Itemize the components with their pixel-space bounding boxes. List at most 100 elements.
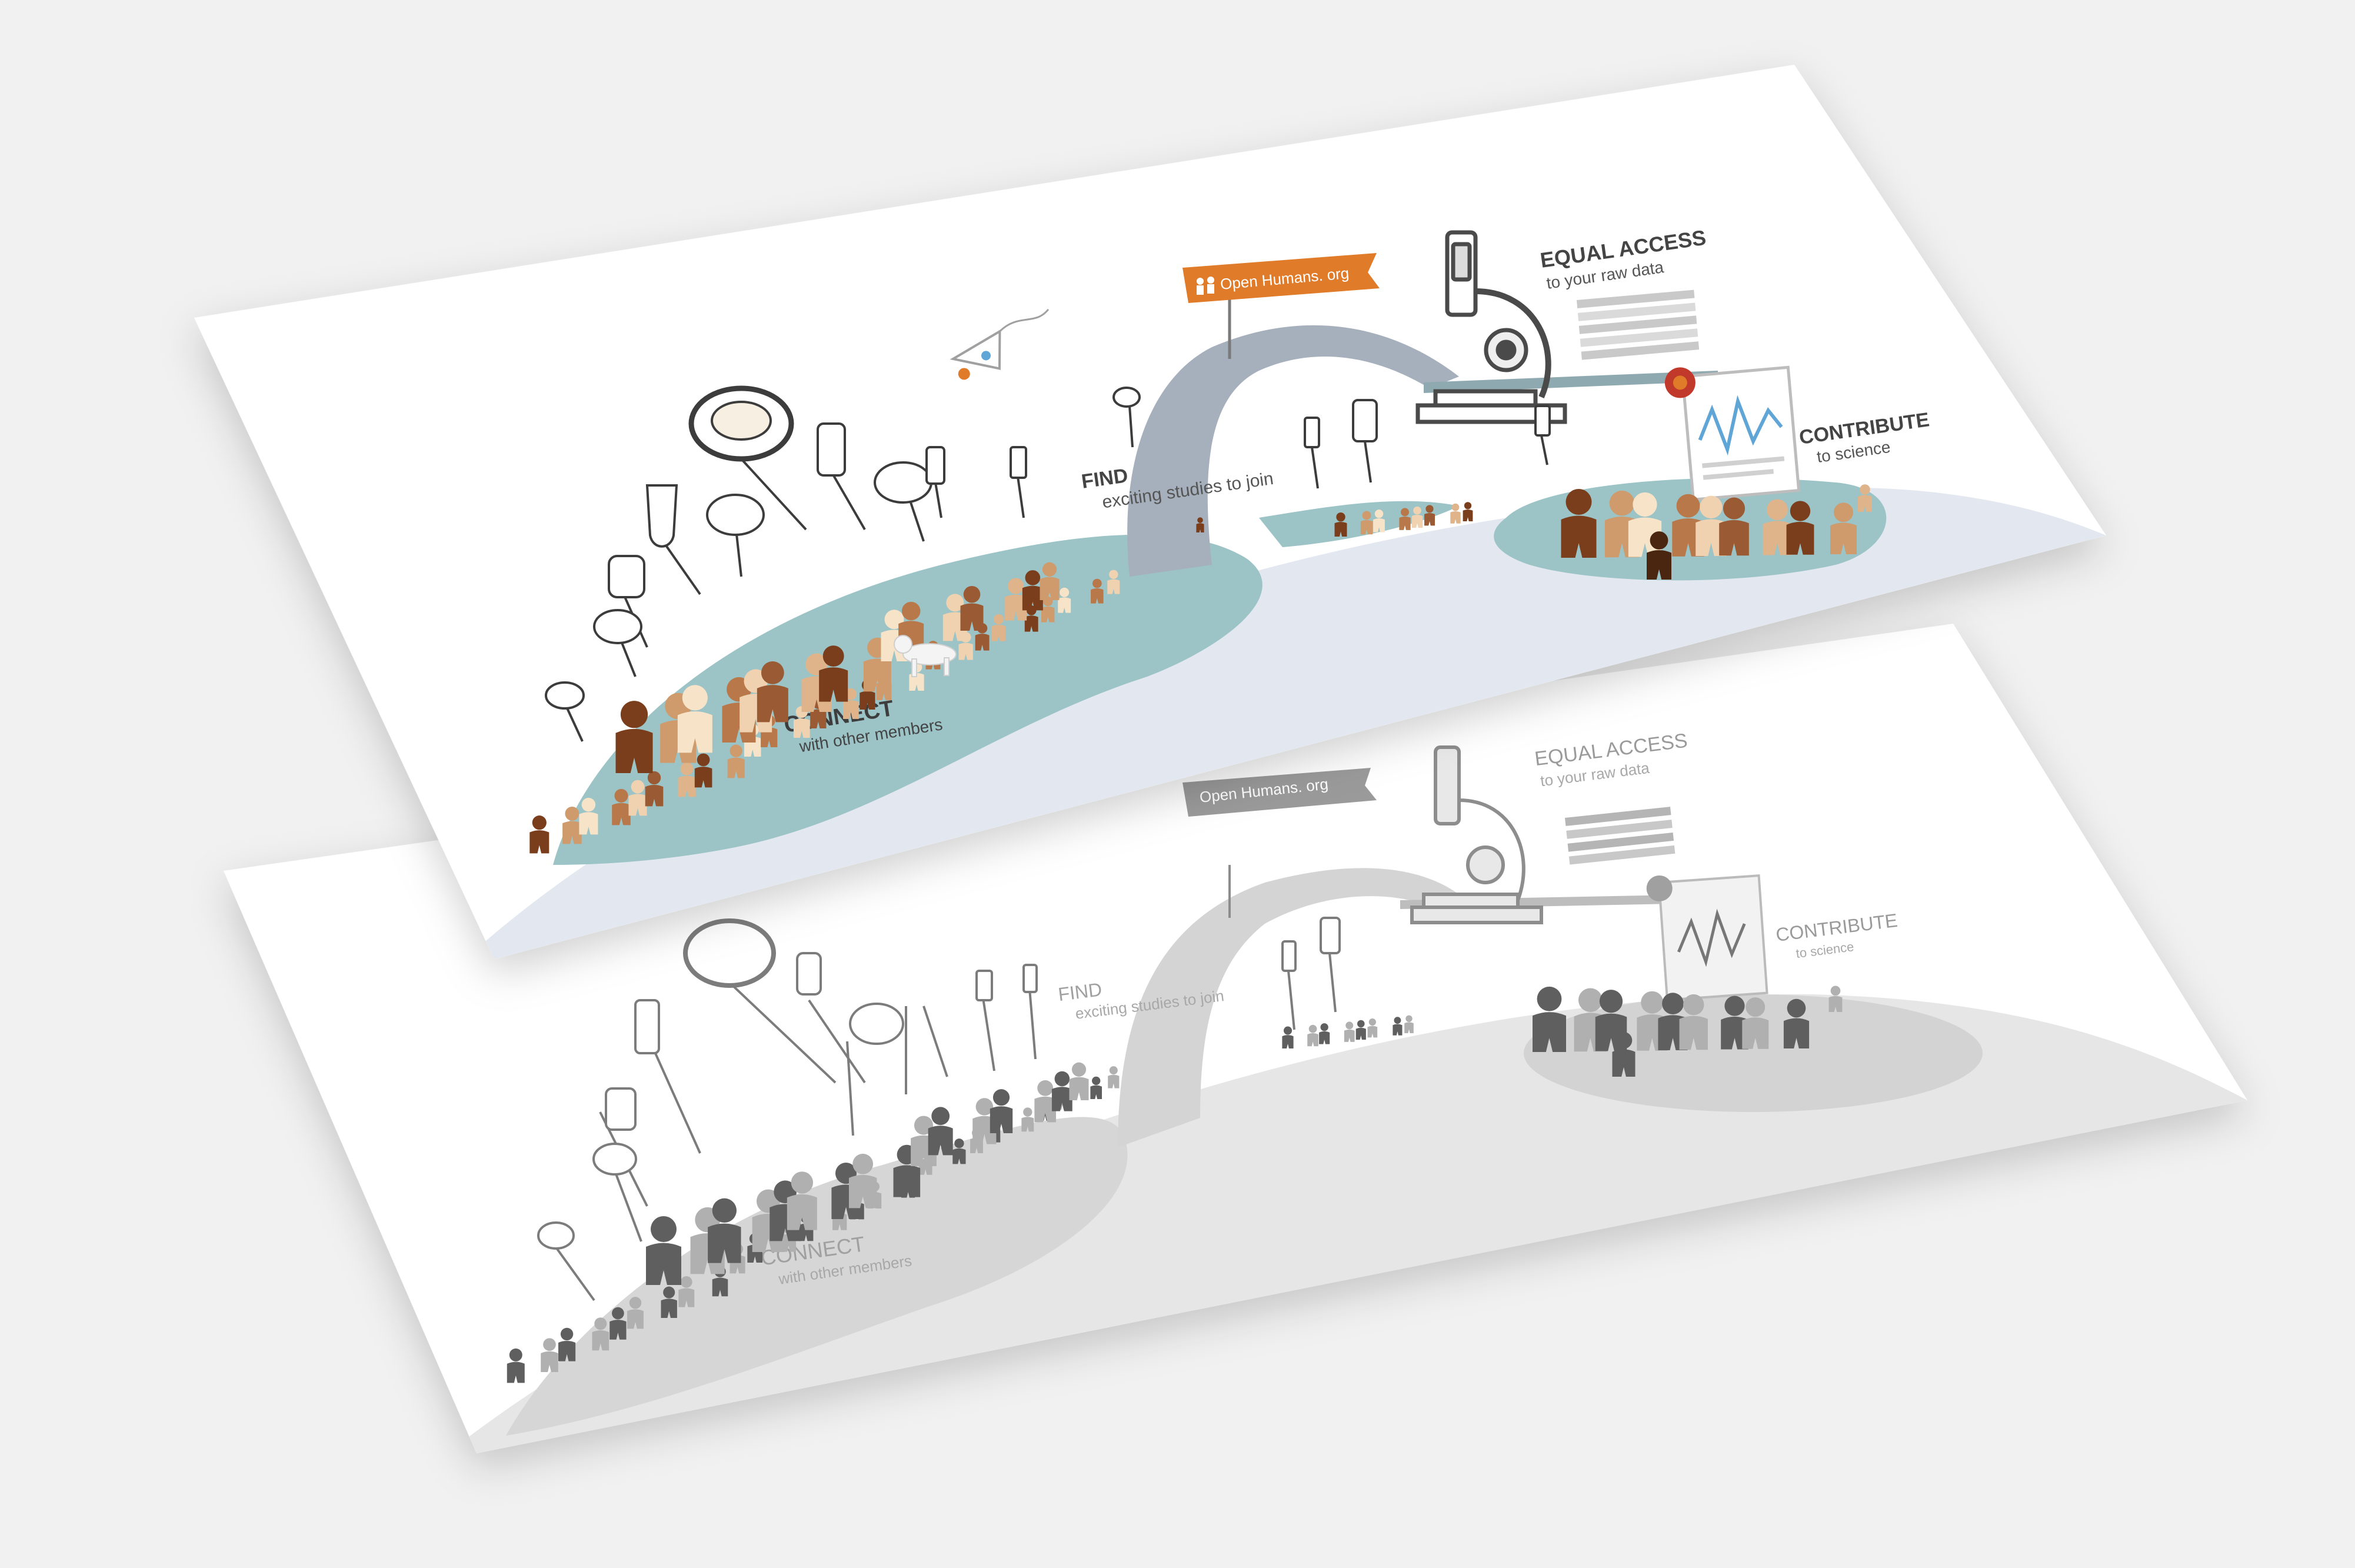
person-figure <box>612 788 631 825</box>
person-figure <box>1091 578 1104 604</box>
person-figure <box>1307 1024 1318 1047</box>
person-figure <box>1450 503 1461 524</box>
front-crowd <box>529 484 1872 854</box>
person-figure <box>952 1138 966 1164</box>
person-figure <box>991 614 1006 641</box>
person-figure <box>727 744 745 778</box>
vial-icon <box>925 446 945 485</box>
person-figure <box>661 1286 677 1318</box>
front-paper-stack-icon <box>1577 289 1700 360</box>
person-figure <box>1858 484 1872 512</box>
person-figure <box>1058 587 1071 613</box>
back-pins <box>537 917 1341 1301</box>
person-figure <box>615 701 653 773</box>
person-figure <box>628 780 647 816</box>
person-figure <box>1533 986 1566 1052</box>
dog-icon <box>894 635 957 677</box>
front-pins <box>545 385 1551 742</box>
smartwatch-icon <box>608 555 645 598</box>
person-figure <box>708 1198 741 1263</box>
person-figure <box>1024 605 1038 632</box>
person-figure <box>1721 996 1748 1050</box>
back-paper-stack-icon <box>1565 807 1676 865</box>
person-figure <box>1783 998 1810 1048</box>
person-figure <box>960 585 984 631</box>
person-figure <box>1393 1017 1403 1036</box>
person-figure <box>1463 502 1473 521</box>
person-figure <box>579 797 598 835</box>
person-figure <box>558 1327 576 1361</box>
back-island-left <box>506 1117 1128 1436</box>
person-figure <box>1334 512 1347 537</box>
person-figure <box>1424 505 1435 526</box>
person-figure <box>1005 578 1027 621</box>
person-figure <box>1373 509 1385 532</box>
person-figure <box>1051 1071 1072 1111</box>
person-figure <box>1561 489 1597 558</box>
person-figure <box>1034 1080 1056 1123</box>
front-paper-plane-icon <box>950 308 1050 380</box>
front-island-mid <box>1259 501 1459 547</box>
person-figure <box>678 1276 695 1307</box>
person-figure <box>990 1089 1013 1133</box>
test-tube-icon <box>645 484 678 548</box>
person-figure <box>1367 1018 1378 1038</box>
front-shelf <box>1424 371 1718 393</box>
person-figure <box>787 1171 817 1230</box>
person-figure <box>562 806 582 844</box>
back-crowd <box>507 986 1843 1383</box>
person-figure <box>627 1297 644 1329</box>
person-figure <box>678 762 696 797</box>
back-certificate-icon <box>1646 874 1768 1001</box>
person-figure <box>1344 1021 1355 1042</box>
front-flag: Open Humans. org <box>1183 253 1380 359</box>
person-figure <box>1647 531 1671 580</box>
person-figure <box>1196 517 1204 532</box>
back-flag: Open Humans. org <box>1183 768 1377 918</box>
person-figure <box>694 753 712 788</box>
person-figure <box>1696 495 1727 556</box>
person-figure <box>646 1216 681 1285</box>
person-figure <box>1719 497 1749 556</box>
person-figure <box>1355 1020 1366 1040</box>
person-figure <box>1040 562 1060 600</box>
person-figure <box>1069 1062 1089 1100</box>
person-figure <box>1090 1076 1102 1099</box>
person-figure <box>1828 986 1843 1012</box>
front-bridge <box>1127 325 1459 577</box>
person-figure <box>1108 1066 1120 1088</box>
person-figure <box>1360 511 1373 535</box>
person-figure <box>1021 1107 1034 1132</box>
person-figure <box>843 688 859 719</box>
person-figure <box>1107 570 1120 594</box>
person-figure <box>1399 508 1411 530</box>
phone-icon <box>817 422 846 477</box>
person-figure <box>1022 570 1043 611</box>
back-microscope-icon <box>1410 745 1543 924</box>
person-figure <box>541 1338 558 1372</box>
back-bridge <box>1118 868 1459 1147</box>
person-figure <box>1319 1023 1330 1044</box>
person-figure <box>645 771 664 807</box>
person-figure <box>928 1107 953 1156</box>
person-figure <box>848 1153 877 1209</box>
person-figure <box>609 1307 627 1340</box>
person-figure <box>1404 1015 1414 1033</box>
person-figure <box>1679 994 1708 1050</box>
front-island-left <box>553 534 1263 865</box>
person-figure <box>1411 506 1423 528</box>
person-figure <box>1830 502 1857 554</box>
person-figure <box>1282 1026 1294 1048</box>
front-certificate-icon <box>1664 365 1801 501</box>
person-figure <box>1612 1031 1635 1077</box>
person-figure <box>757 661 788 723</box>
person-figure <box>507 1348 525 1383</box>
person-figure <box>677 685 712 753</box>
person-figure <box>819 645 848 702</box>
open-humans-logo-icon <box>1197 277 1214 295</box>
person-figure <box>529 815 549 854</box>
person-figure <box>1786 501 1814 555</box>
person-figure <box>592 1317 609 1351</box>
person-figure <box>1742 997 1769 1049</box>
